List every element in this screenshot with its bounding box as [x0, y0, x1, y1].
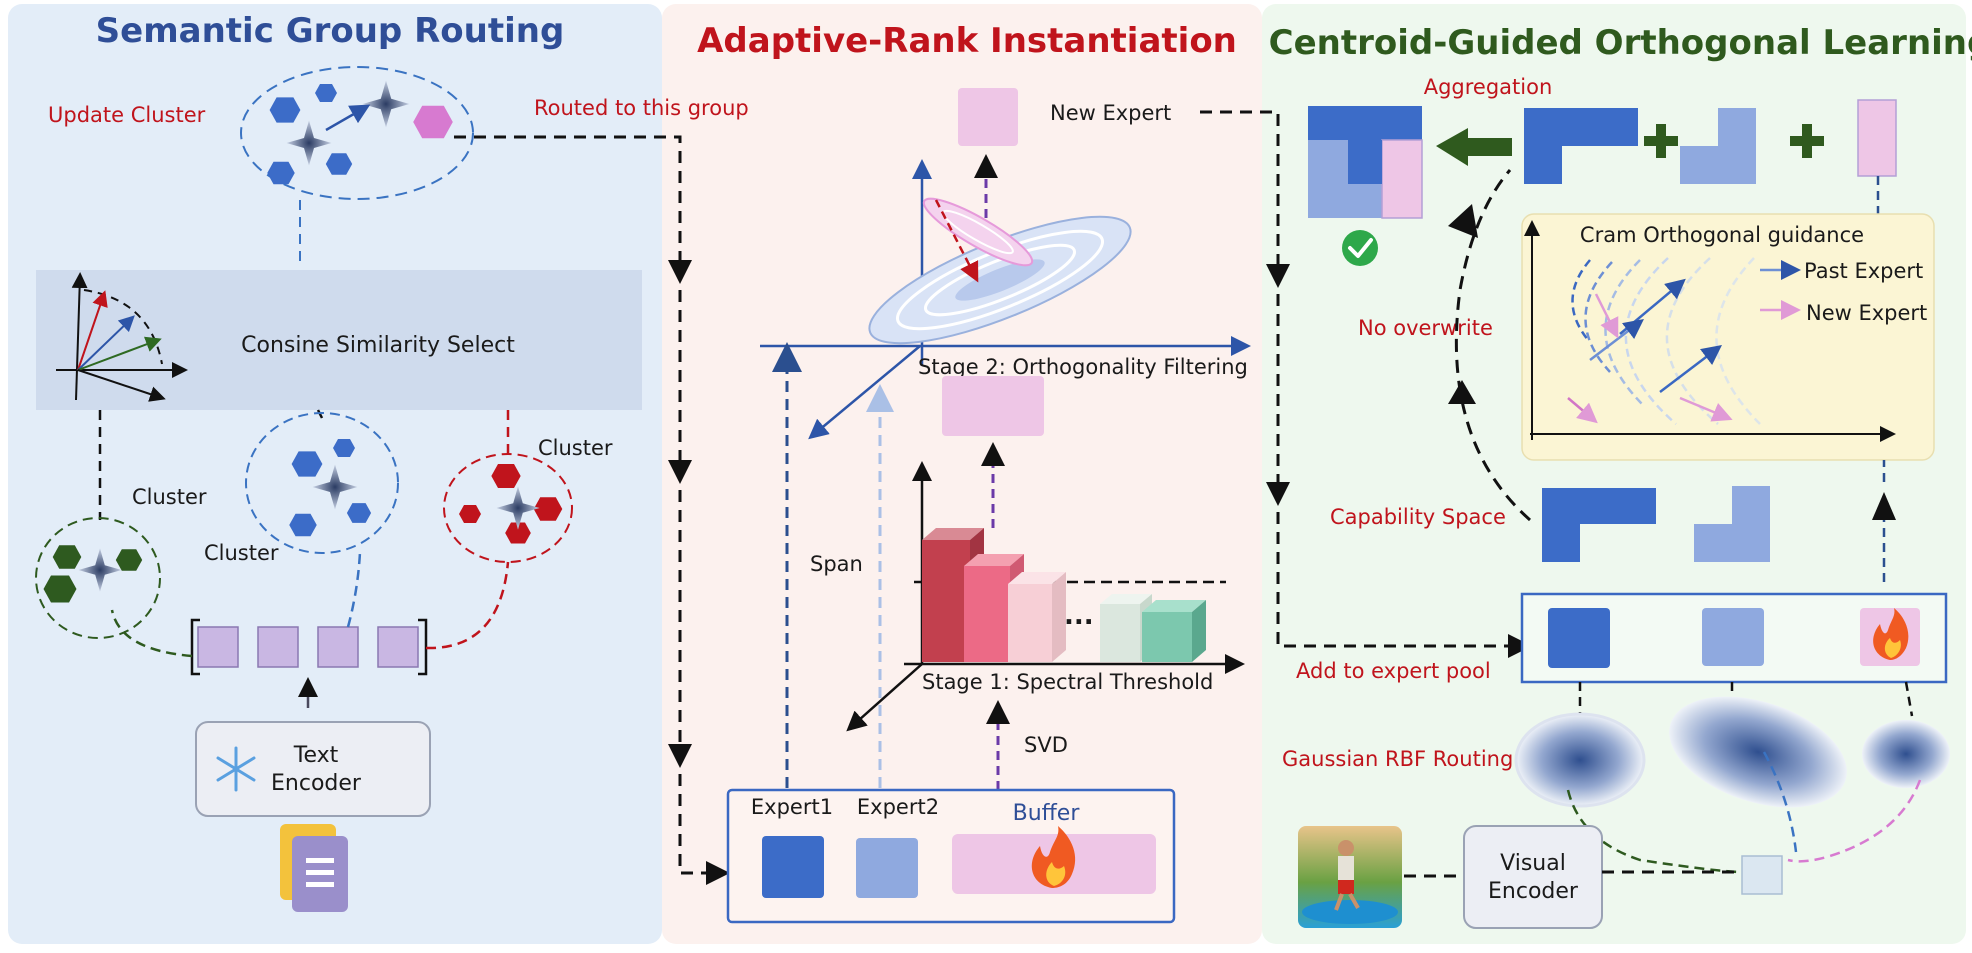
check-icon: [1342, 230, 1378, 266]
no-overwrite-arrowhead-1: [1448, 204, 1478, 238]
green-cluster: [35, 517, 161, 639]
left-panel-title: Semantic Group Routing: [96, 11, 565, 51]
legend-new-expert: New Expert: [1806, 301, 1927, 325]
routing-link-green: [1566, 789, 1743, 874]
gaussian-blob-1: [1514, 712, 1646, 808]
routing-link-blue: [1762, 751, 1798, 853]
add-pool-label: Add to expert pool: [1296, 659, 1491, 683]
filtered-expert-block: [942, 376, 1044, 436]
stage1-label: Stage 1: Spectral Threshold: [922, 670, 1213, 694]
snowflake-icon: [216, 746, 256, 792]
token-to-red-link: [425, 561, 510, 650]
middle-panel-title: Adaptive-Rank Instantiation: [697, 21, 1237, 61]
cluster-label-blue: Cluster: [204, 541, 279, 565]
blue-cluster: [245, 412, 399, 554]
guidance-title: Cram Orthogonal guidance: [1580, 223, 1864, 247]
span-label: Span: [810, 552, 863, 576]
expert1-label: Expert1: [751, 795, 833, 819]
cluster-label-green: Cluster: [132, 485, 207, 509]
pool-expert-2: [1702, 608, 1764, 666]
text-encoder-box: [195, 721, 431, 817]
text-encoder-label-line1: Text: [293, 743, 339, 768]
svd-label: SVD: [1024, 733, 1068, 757]
expert1-arrowhead: [772, 342, 802, 372]
visual-encoder-label-line2: Encoder: [1488, 879, 1579, 904]
gaussian-blob-3: [1862, 720, 1950, 788]
centroid-update-arrow: [325, 104, 371, 132]
guidance-plot: [1524, 220, 1896, 442]
update-cluster-label: Update Cluster: [48, 103, 206, 127]
expert2-label: Expert2: [857, 795, 939, 819]
spectral-ellipsis: ...: [1064, 601, 1094, 631]
expert2-block: [856, 838, 918, 898]
cosine-similarity-label: Consine Similarity Select: [241, 333, 515, 358]
new-expert-bar: [1857, 99, 1897, 177]
red-cluster: [443, 453, 573, 563]
cluster-label-red: Cluster: [538, 436, 613, 460]
cosine-similarity-box: [36, 270, 642, 410]
new-expert-to-pool-path-3: [1276, 512, 1532, 658]
expert2-arrowhead: [866, 384, 894, 412]
plus-icon: [1644, 124, 1678, 158]
expert1-block: [762, 836, 824, 898]
visual-encoder-box: [1463, 825, 1603, 929]
subspace-ellipses: [868, 197, 1132, 345]
capability-l-shape-2: [1694, 486, 1770, 562]
input-photo: [1298, 826, 1402, 928]
routed-path: [454, 135, 692, 284]
no-overwrite-label: No overwrite: [1358, 316, 1493, 340]
gaussian-blob-2: [1669, 696, 1847, 808]
visual-feature-token: [1741, 855, 1783, 895]
aggregation-left-arrow: [1436, 128, 1512, 166]
pool-expert-1: [1548, 608, 1610, 668]
cosine-vectors-icon: [56, 272, 188, 402]
plus-icon: [1790, 124, 1824, 158]
past-expert-l-shape-2: [1680, 108, 1756, 184]
buffer-label: Buffer: [1013, 801, 1081, 826]
projection-red-arrow: [934, 199, 979, 283]
capability-l-shape-1: [1542, 488, 1656, 562]
visual-encoder-label-line1: Visual: [1500, 851, 1566, 876]
no-overwrite-curve: [1454, 169, 1531, 522]
new-expert-to-pool-path: [1200, 110, 1290, 288]
past-expert-l-shape: [1524, 108, 1638, 184]
aggregation-label: Aggregation: [1424, 75, 1553, 99]
stage2-label: Stage 2: Orthogonality Filtering: [918, 355, 1248, 379]
pool-to-capability-arrowhead: [1872, 492, 1896, 520]
token-to-blue-link: [346, 551, 362, 628]
top-cluster-ellipse: [240, 66, 474, 200]
spectral-bars: [922, 528, 1206, 662]
legend-past-expert: Past Expert: [1804, 259, 1923, 283]
new-expert-label: New Expert: [1050, 101, 1171, 125]
text-encoder-label-line2: Encoder: [271, 771, 362, 796]
gaussian-label: Gaussian RBF Routing: [1282, 747, 1513, 771]
new-expert-block: [958, 88, 1018, 146]
routing-link-pink: [1787, 779, 1922, 863]
routed-label: Routed to this group: [534, 96, 749, 120]
flame-icon: [1873, 608, 1909, 660]
guidance-box: [1521, 213, 1935, 461]
capability-space-label: Capability Space: [1330, 505, 1506, 529]
no-overwrite-arrowhead-2: [1448, 380, 1476, 404]
routed-path-4: [678, 774, 730, 885]
text-token-row: [190, 618, 428, 676]
aggregated-expert-icon: [1308, 106, 1423, 219]
flame-icon: [1031, 826, 1076, 888]
pool-gauss-link-3: [1904, 681, 1914, 717]
right-panel-title: Centroid-Guided Orthogonal Learning: [1269, 23, 1972, 63]
document-icon: [280, 824, 348, 912]
